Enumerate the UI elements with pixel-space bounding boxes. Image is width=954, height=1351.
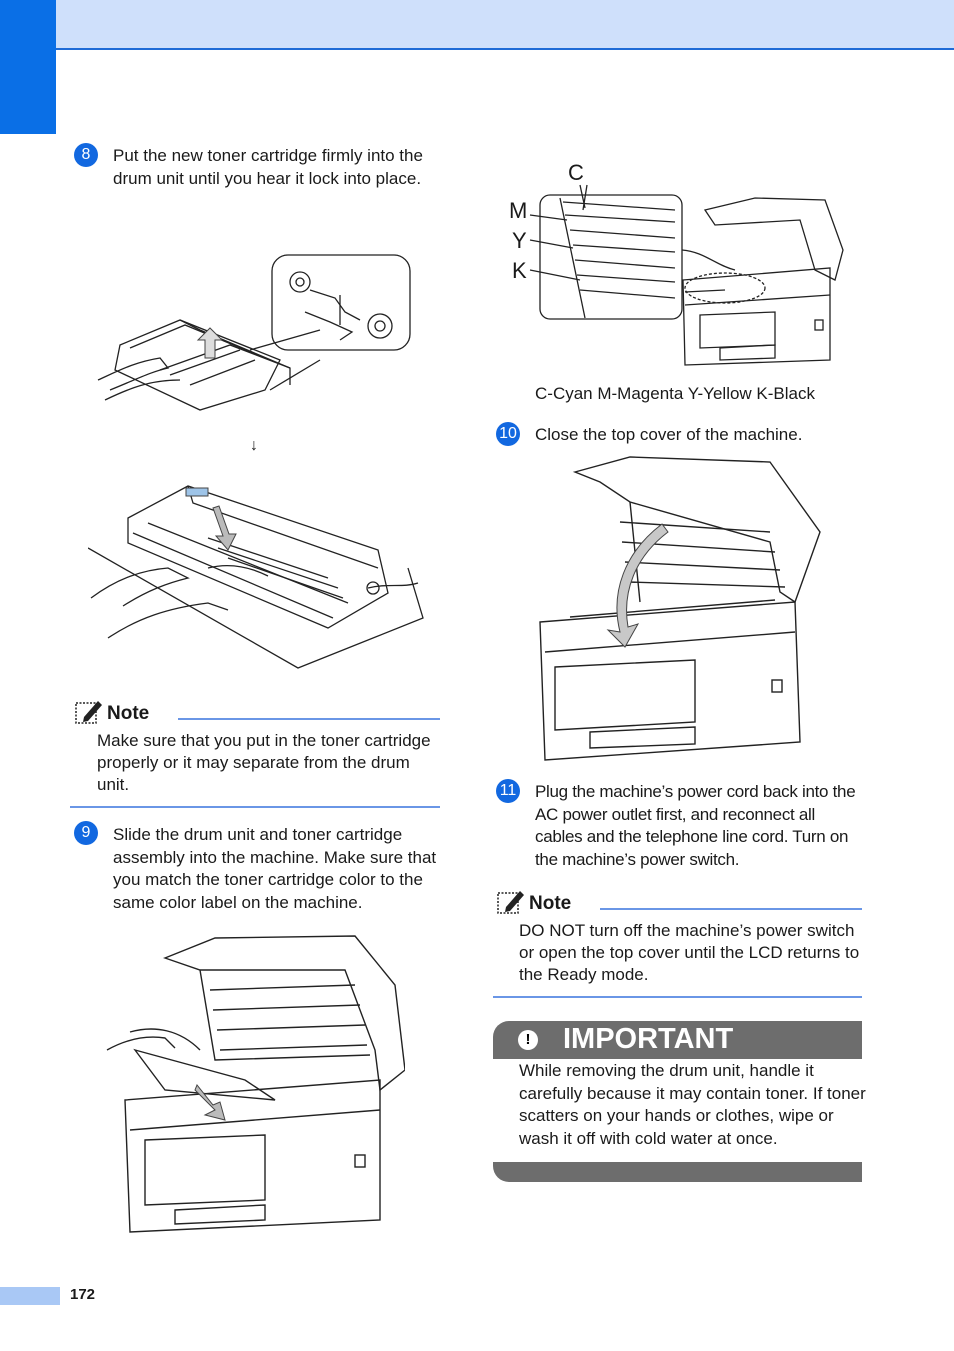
note-icon <box>74 697 104 725</box>
page-number: 172 <box>70 1286 96 1303</box>
label-k: K <box>512 258 527 283</box>
down-arrow-label: ↓ <box>250 437 258 454</box>
toner-insert-illustration-bottom <box>88 478 428 678</box>
note-2-title: Note <box>529 893 572 914</box>
step-8-text: Put the new toner cartridge firmly into … <box>113 146 423 188</box>
note-icon <box>496 887 526 915</box>
cmyk-drum-illustration <box>525 180 855 375</box>
important-header: ! IMPORTANT <box>493 1021 862 1059</box>
note-1-title: Note <box>107 703 150 724</box>
step-11-number: 11 <box>496 779 520 803</box>
note-1-divider <box>178 718 440 720</box>
step-9-text: Slide the drum unit and toner cartridge … <box>113 825 437 912</box>
toner-insert-illustration-top <box>90 250 420 420</box>
label-m: M <box>509 198 528 223</box>
step-9-number: 9 <box>74 821 98 845</box>
header-band <box>0 0 954 50</box>
important-title: IMPORTANT <box>563 1023 734 1055</box>
close-cover-illustration <box>530 452 830 764</box>
drum-insert-machine-illustration <box>105 930 405 1235</box>
label-c: C <box>568 160 584 185</box>
step-11-text: Plug the machine’s power cord back into … <box>535 782 856 869</box>
note-1-body: Make sure that you put in the toner cart… <box>97 731 431 794</box>
label-y: Y <box>512 228 527 253</box>
note-2-rule <box>493 996 862 998</box>
important-body: While removing the drum unit, handle it … <box>519 1061 866 1148</box>
step-10-number: 10 <box>496 422 520 446</box>
note-2-body: DO NOT turn off the machine’s power swit… <box>519 921 860 984</box>
exclamation-icon: ! <box>518 1030 538 1050</box>
important-footer <box>493 1162 862 1182</box>
note-1-rule <box>70 806 440 808</box>
step-8-number: 8 <box>74 143 98 167</box>
step-10-text: Close the top cover of the machine. <box>535 425 803 444</box>
note-2-divider <box>600 908 862 910</box>
page-number-tab <box>0 1287 60 1305</box>
color-caption: C-Cyan M-Magenta Y-Yellow K-Black <box>535 384 815 403</box>
chapter-tab <box>0 0 56 134</box>
